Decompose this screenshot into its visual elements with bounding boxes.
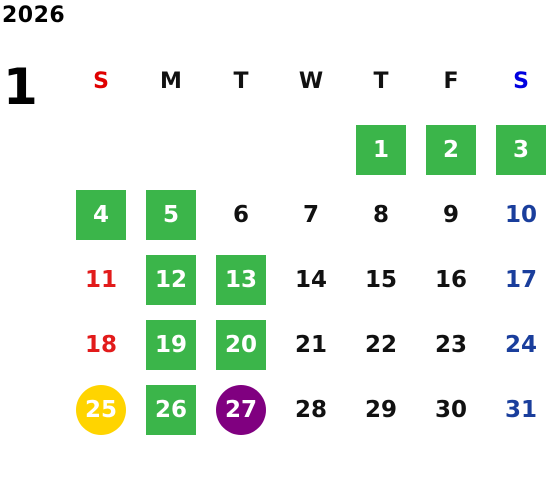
day-cell[interactable]: 2: [426, 125, 476, 175]
weekday-header: S: [513, 68, 529, 94]
day-cell[interactable]: 10: [504, 202, 537, 228]
day-cell[interactable]: 13: [216, 255, 266, 305]
day-cell[interactable]: 20: [216, 320, 266, 370]
day-cell[interactable]: 5: [146, 190, 196, 240]
year-label: 2026: [2, 3, 66, 28]
day-cell[interactable]: 21: [294, 332, 327, 358]
day-cell[interactable]: 1: [356, 125, 406, 175]
day-cell[interactable]: 16: [434, 267, 467, 293]
day-cell[interactable]: 24: [504, 332, 537, 358]
day-cell[interactable]: 31: [504, 397, 537, 423]
day-cell[interactable]: 6: [232, 202, 249, 228]
day-cell[interactable]: 30: [434, 397, 467, 423]
day-cell[interactable]: 29: [364, 397, 397, 423]
month-label: 1: [3, 58, 38, 116]
day-cell[interactable]: 7: [302, 202, 319, 228]
weekday-header: T: [233, 68, 249, 94]
weekday-header: T: [373, 68, 389, 94]
weekday-header: W: [298, 68, 324, 94]
day-cell[interactable]: 8: [372, 202, 389, 228]
day-cell[interactable]: 27: [216, 385, 266, 435]
day-cell[interactable]: 18: [84, 332, 117, 358]
day-cell[interactable]: 26: [146, 385, 196, 435]
weekday-header: S: [93, 68, 109, 94]
day-cell[interactable]: 9: [442, 202, 459, 228]
day-cell[interactable]: 23: [434, 332, 467, 358]
day-cell[interactable]: 17: [504, 267, 537, 293]
weekday-header: F: [443, 68, 459, 94]
weekday-header: M: [160, 68, 182, 94]
day-cell[interactable]: 15: [364, 267, 397, 293]
day-cell[interactable]: 28: [294, 397, 327, 423]
day-cell[interactable]: 25: [76, 385, 126, 435]
day-cell[interactable]: 3: [496, 125, 546, 175]
day-cell[interactable]: 4: [76, 190, 126, 240]
day-cell[interactable]: 14: [294, 267, 327, 293]
day-cell[interactable]: 19: [146, 320, 196, 370]
day-cell[interactable]: 22: [364, 332, 397, 358]
day-cell[interactable]: 11: [84, 267, 117, 293]
day-cell[interactable]: 12: [146, 255, 196, 305]
